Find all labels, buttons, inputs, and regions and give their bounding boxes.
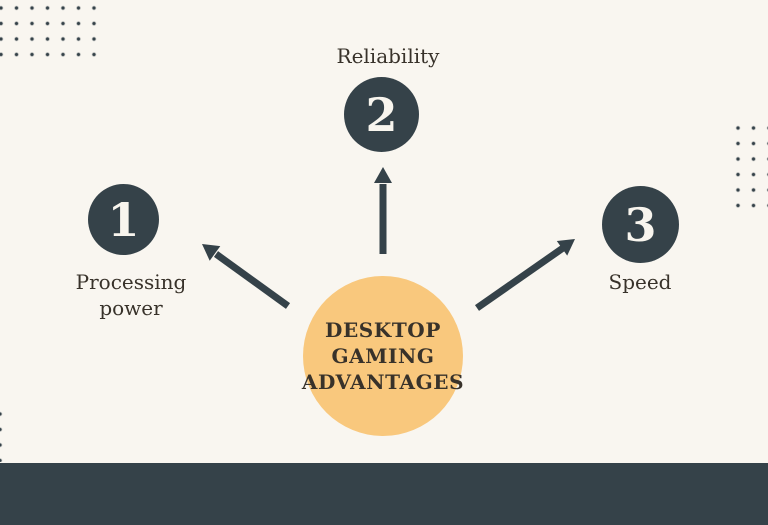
item-1-number-circle: 1 xyxy=(88,184,159,255)
central-topic-circle: DESKTOP GAMING ADVANTAGES xyxy=(302,276,464,436)
item-3-number-circle: 3 xyxy=(602,186,679,263)
arrow-to-speed xyxy=(474,239,575,311)
item-2-number: 2 xyxy=(365,87,398,142)
central-title-line-2: GAMING xyxy=(331,344,435,368)
central-topic-title: DESKTOP GAMING ADVANTAGES xyxy=(302,317,464,395)
item-2-number-circle: 2 xyxy=(344,77,419,152)
item-2-label-line-1: Reliability xyxy=(336,44,440,68)
item-3-label-line-1: Speed xyxy=(608,270,672,294)
item-1-number: 1 xyxy=(107,192,140,247)
item-1-label-line-2: power xyxy=(99,296,163,320)
arrow-to-processing-power xyxy=(202,244,291,309)
arrow-to-reliability xyxy=(374,167,392,254)
item-2-label: Reliability xyxy=(308,43,468,69)
dot-grid-decoration-right xyxy=(730,120,768,213)
item-3-label: Speed xyxy=(565,269,715,295)
item-1-label-line-1: Processing xyxy=(75,270,187,294)
central-title-line-3: ADVANTAGES xyxy=(301,370,465,394)
footer-bar xyxy=(0,463,768,525)
dot-grid-decoration-top-left xyxy=(0,0,105,62)
item-1-label: Processing power xyxy=(46,269,216,321)
dot-grid-decoration-bottom-left xyxy=(0,406,4,462)
central-title-line-1: DESKTOP xyxy=(325,318,441,342)
item-3-number: 3 xyxy=(624,197,657,252)
